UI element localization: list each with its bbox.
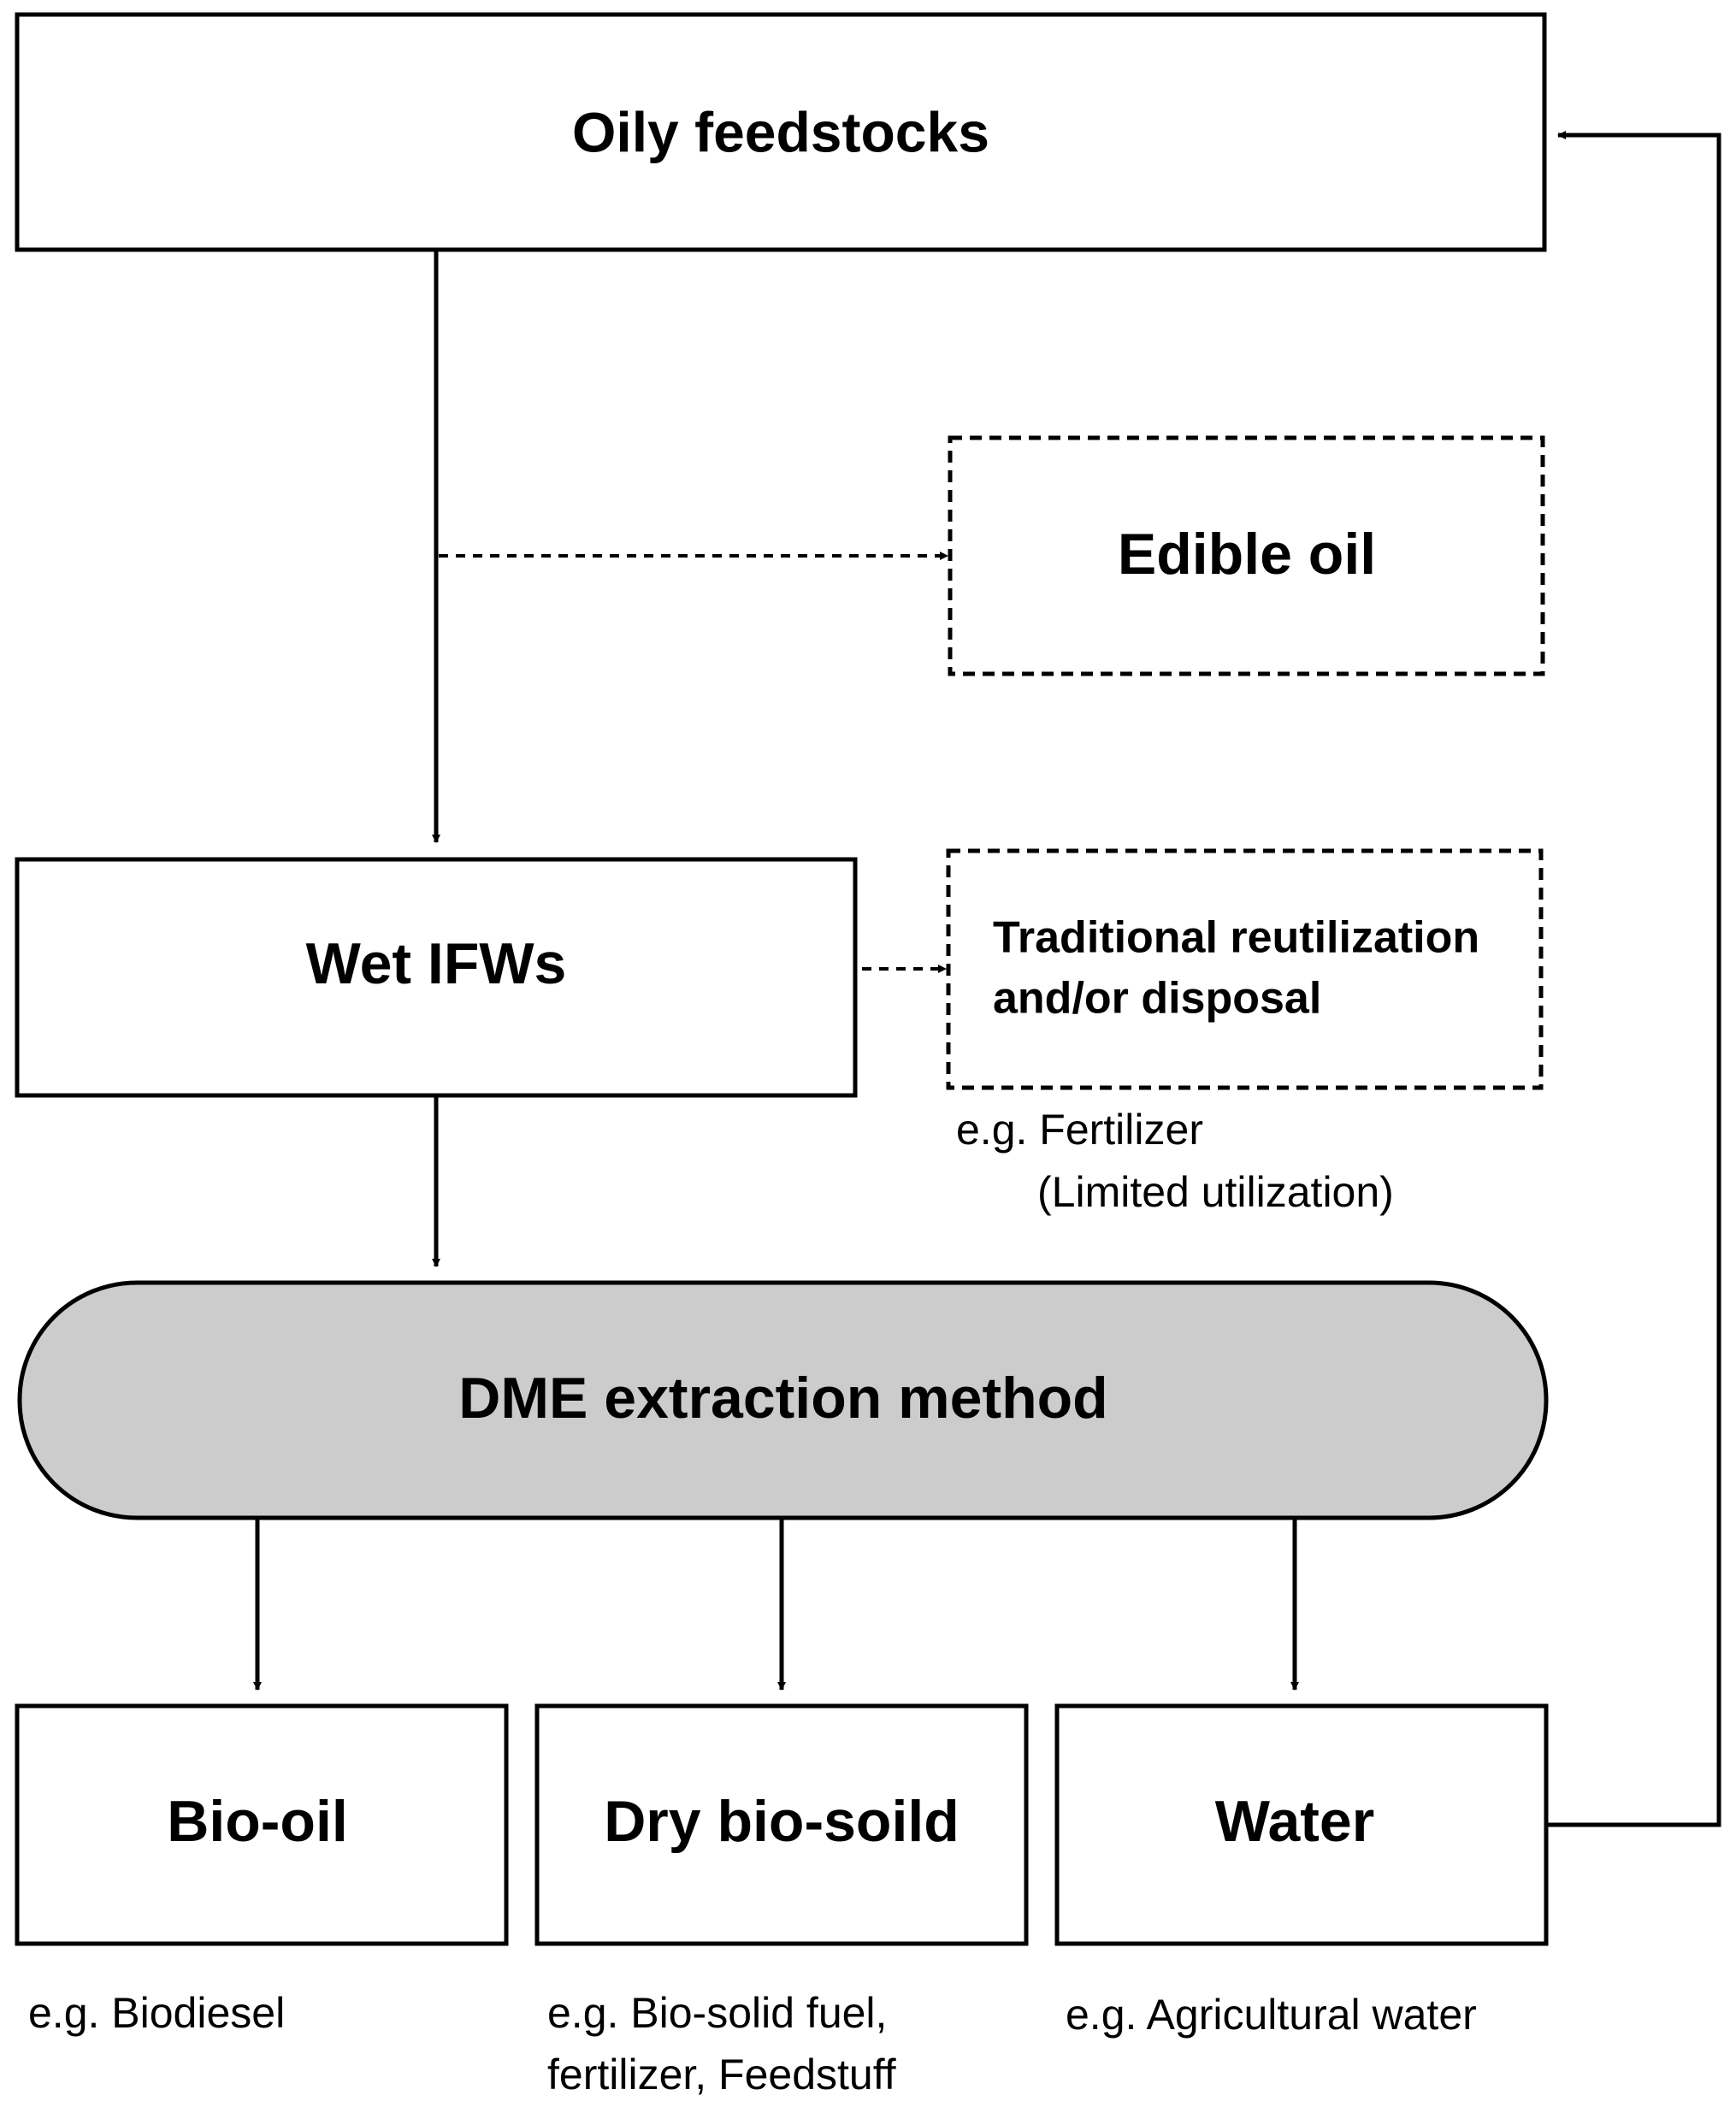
edible-oil-box bbox=[948, 435, 1545, 676]
traditional-note-2: (Limited utilization) bbox=[1037, 1168, 1394, 1216]
dry-bio-soild-note-2: fertilizer, Feedstuff bbox=[547, 2051, 896, 2098]
edible-oil-label: Edible oil bbox=[1118, 522, 1376, 587]
bio-oil-label: Bio-oil bbox=[167, 1789, 348, 1854]
traditional-reutilization-box bbox=[946, 848, 1544, 1090]
dry-bio-soild-box bbox=[534, 1703, 1029, 1946]
water-box bbox=[1054, 1703, 1549, 1946]
bio-oil-box bbox=[15, 1703, 509, 1946]
water-note: e.g. Agricultural water bbox=[1066, 1991, 1477, 2039]
wet-ifws-label: Wet IFWs bbox=[306, 931, 567, 996]
traditional-reutilization-label-1: Traditional reutilization bbox=[993, 913, 1479, 963]
bio-oil-note: e.g. Biodiesel bbox=[28, 1989, 285, 2037]
wet-ifws-box bbox=[15, 857, 858, 1098]
water-label: Water bbox=[1215, 1789, 1374, 1854]
oily-feedstocks-label: Oily feedstocks bbox=[572, 100, 989, 163]
dry-bio-soild-note-1: e.g. Bio-solid fuel, bbox=[547, 1989, 887, 2037]
traditional-note-1: e.g. Fertilizer bbox=[956, 1106, 1203, 1154]
dry-bio-soild-label: Dry bio-soild bbox=[604, 1789, 960, 1854]
dme-extraction-label: DME extraction method bbox=[458, 1366, 1107, 1431]
arrow-water-recycle-to-feedstocks bbox=[1546, 131, 1721, 1827]
oily-feedstocks-box bbox=[15, 12, 1547, 252]
traditional-reutilization-label-2: and/or disposal bbox=[993, 974, 1321, 1024]
